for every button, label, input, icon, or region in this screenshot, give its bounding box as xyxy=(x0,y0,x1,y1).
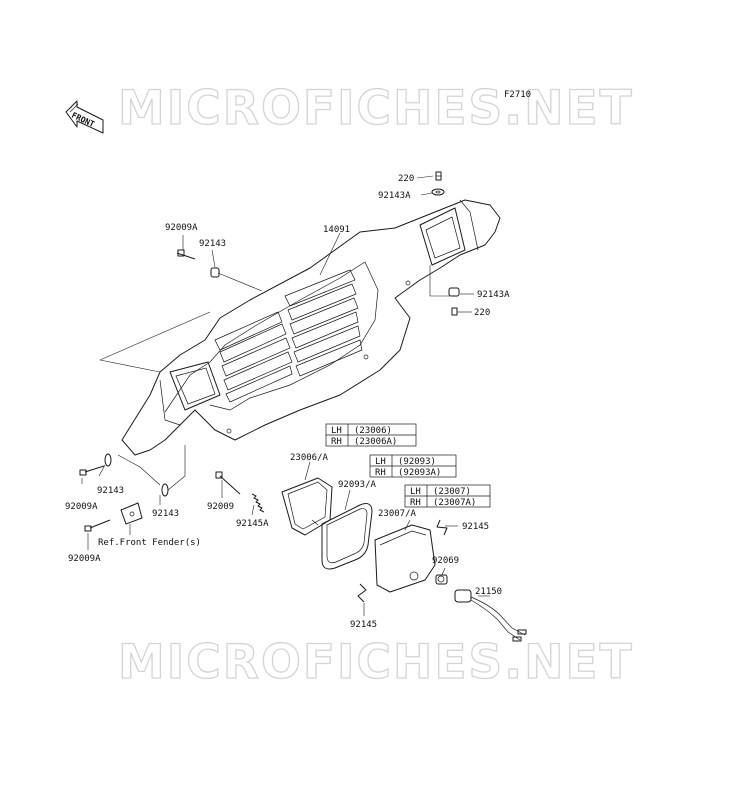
label-92145-right: 92145 xyxy=(462,522,489,532)
table-23006-r1c0: RH xyxy=(331,437,342,447)
label-23006a: 23006/A xyxy=(290,453,329,463)
watermark-top: MICROFICHES.NET xyxy=(118,81,634,136)
bolt-92009a-low xyxy=(84,519,111,532)
table-92093-r1c1: (92093A) xyxy=(398,468,441,478)
label-220-right: 220 xyxy=(474,308,490,318)
spring-92145a xyxy=(251,493,265,513)
label-92143-top: 92143 xyxy=(199,239,226,249)
headlight-frame-23006a xyxy=(281,477,333,536)
label-92009a-low: 92009A xyxy=(68,554,101,564)
screw-220-top xyxy=(435,171,442,181)
headlight-cover-14091 xyxy=(121,199,501,456)
washer-92143a-top xyxy=(431,188,445,196)
table-92093: LH (92093) RH (92093A) xyxy=(369,454,457,478)
washer-92143-mid xyxy=(104,453,112,467)
table-23006-r1c1: (23006A) xyxy=(354,437,397,447)
table-92093-r1c0: RH xyxy=(375,468,386,478)
front-arrow-text: FRONT xyxy=(70,111,96,129)
label-92143a-top: 92143A xyxy=(378,191,411,201)
label-220-top: 220 xyxy=(398,174,414,184)
clip-92145-bottom xyxy=(357,583,367,603)
clip-92145-right xyxy=(436,519,448,536)
table-23006-r0c0: LH xyxy=(331,426,342,436)
table-23007-r1c1: (23007A) xyxy=(433,498,476,508)
screw-220-right xyxy=(451,307,458,316)
label-ref-front-fender: Ref.Front Fender(s) xyxy=(98,538,201,548)
leader-lines xyxy=(81,175,490,616)
bolt-92009a-mid xyxy=(79,465,105,476)
table-92093-r0c1: (92093) xyxy=(398,457,436,467)
table-23007: LH (23007) RH (23007A) xyxy=(404,484,491,508)
watermark-bottom: MICROFICHES.NET xyxy=(118,635,634,690)
front-arrow-icon: FRONT xyxy=(65,100,104,134)
table-92093-r0c0: LH xyxy=(375,457,386,467)
label-92143-low: 92143 xyxy=(152,509,179,519)
table-23007-r0c0: LH xyxy=(410,487,421,497)
bulb-92069 xyxy=(435,574,448,585)
label-92009: 92009 xyxy=(207,502,234,512)
table-23007-r0c1: (23007) xyxy=(433,487,471,497)
label-23007a: 23007/A xyxy=(378,509,417,519)
socket-21150 xyxy=(454,589,527,642)
bolt-92009 xyxy=(215,471,241,495)
label-92069: 92069 xyxy=(432,556,459,566)
bolt-92009a-top xyxy=(176,249,196,260)
table-23006: LH (23006) RH (23006A) xyxy=(325,423,417,447)
headlight-seal-92093a xyxy=(321,503,373,570)
label-14091: 14091 xyxy=(323,225,350,235)
label-92009a-top: 92009A xyxy=(165,223,198,233)
table-23007-r1c0: RH xyxy=(410,498,421,508)
label-92145-bottom: 92145 xyxy=(350,620,377,630)
figure-code: F2710 xyxy=(504,90,531,100)
collar-92143-top xyxy=(210,267,220,278)
label-92145a: 92145A xyxy=(236,519,269,529)
label-92009a-mid: 92009A xyxy=(65,502,98,512)
part-labels: 220 92143A 14091 92009A 92143 92143A 220… xyxy=(65,174,510,630)
label-21150: 21150 xyxy=(475,587,502,597)
label-92143a-right: 92143A xyxy=(477,290,510,300)
table-23006-r0c1: (23006) xyxy=(354,426,392,436)
grommet-92143a-right xyxy=(448,287,460,297)
label-92143-mid: 92143 xyxy=(97,486,124,496)
washer-92143-low xyxy=(161,483,169,497)
headlight-unit-23007a xyxy=(374,524,436,593)
label-92093a: 92093/A xyxy=(338,480,377,490)
front-fender-bracket xyxy=(120,502,143,525)
